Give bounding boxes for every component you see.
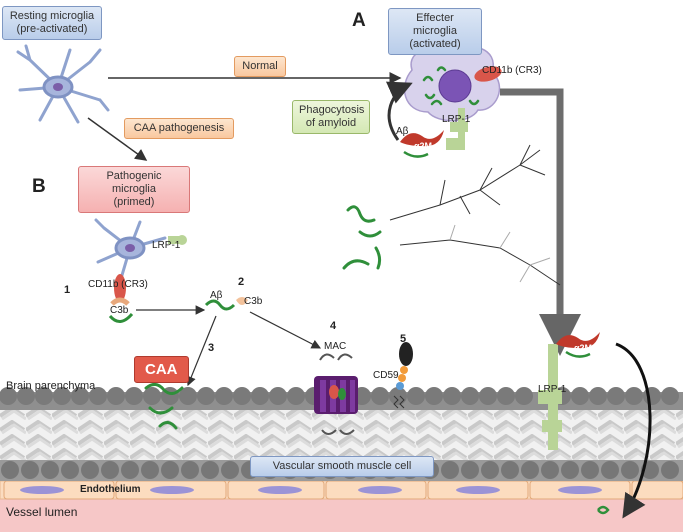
step-4-number: 4 xyxy=(330,320,337,332)
cd11b-label-a: CD11b (CR3) xyxy=(482,65,542,76)
caa-label: CAA xyxy=(134,356,189,383)
a2m-label-b: α2M xyxy=(574,343,593,353)
phagocytosis-label: Phagocytosis of amyloid xyxy=(292,100,370,134)
abeta-label-a: Aβ xyxy=(396,126,409,137)
vsmc-layer xyxy=(0,404,683,466)
step-2-number: 2 xyxy=(238,276,245,288)
pathogenic-microglia-cell xyxy=(94,218,167,284)
resting-microglia-label: Resting microglia (pre-activated) xyxy=(2,6,102,40)
normal-label: Normal xyxy=(234,56,286,77)
mac-label: MAC xyxy=(324,341,347,352)
mac-complex xyxy=(314,353,358,435)
c3b-amyloid-complex-1 xyxy=(108,297,134,323)
lrp1-label-b: LRP-1 xyxy=(152,240,181,251)
step-1-number: 1 xyxy=(64,284,71,296)
effecter-microglia-cell xyxy=(403,45,502,122)
step4-arrow xyxy=(249,311,322,349)
phagocytosis-cycle-arrow xyxy=(385,81,413,141)
lrp1-label-a: LRP-1 xyxy=(442,114,471,125)
amyloid-lumen xyxy=(597,505,610,515)
lrp1-receptor-a xyxy=(446,108,468,150)
vessel-lumen-label: Vessel lumen xyxy=(6,505,78,519)
vsmc-label: Vascular smooth muscle cell xyxy=(250,456,434,477)
amyloid-fibrils-free xyxy=(342,205,382,270)
neuron-dendrites xyxy=(389,144,561,286)
caa-pathogenesis-arrow xyxy=(87,117,148,161)
panel-label-a: A xyxy=(352,10,366,31)
c3b-label-2: C3b xyxy=(244,296,263,307)
c3b-label-1: C3b xyxy=(110,305,129,316)
step-5-number: 5 xyxy=(400,333,407,345)
panel-label-b: B xyxy=(32,176,46,197)
abeta-label-2: Aβ xyxy=(210,290,223,301)
transcytosis-arrow xyxy=(615,342,652,519)
step3-arrow xyxy=(186,315,217,387)
step-3-number: 3 xyxy=(208,342,215,354)
effecter-microglia-label: Effecter microglia (activated) xyxy=(388,8,482,55)
lrp1-receptor-b xyxy=(168,235,187,245)
lrp1-receptor-c xyxy=(538,344,562,450)
endothelium-layer xyxy=(0,480,683,500)
resting-microglia-cell xyxy=(16,44,110,124)
abeta-c3b-complex-2 xyxy=(204,297,248,311)
caa-deposit-fibrils xyxy=(144,383,184,430)
a2m-complex-a xyxy=(400,130,444,158)
cd59-protein xyxy=(393,342,413,409)
vessel-lumen xyxy=(0,498,683,532)
membrane-beads xyxy=(0,387,679,405)
endothelium-label: Endothelium xyxy=(80,484,141,495)
clearance-pathway-arrow xyxy=(500,88,581,356)
caa-pathogenesis-label: CAA pathogenesis xyxy=(124,118,234,139)
lrp1-label-c: LRP-1 xyxy=(538,384,567,395)
cd59-label: CD59 xyxy=(373,370,399,381)
a2m-complex-b xyxy=(556,332,600,358)
cd11b-receptor-b xyxy=(114,274,126,302)
pathogenic-microglia-label: Pathogenic microglia (primed) xyxy=(78,166,190,213)
a2m-label-a: α2M xyxy=(414,141,433,151)
brain-parenchyma-label: Brain parenchyma xyxy=(6,380,96,392)
cd11b-label-b: CD11b (CR3) xyxy=(88,279,148,290)
